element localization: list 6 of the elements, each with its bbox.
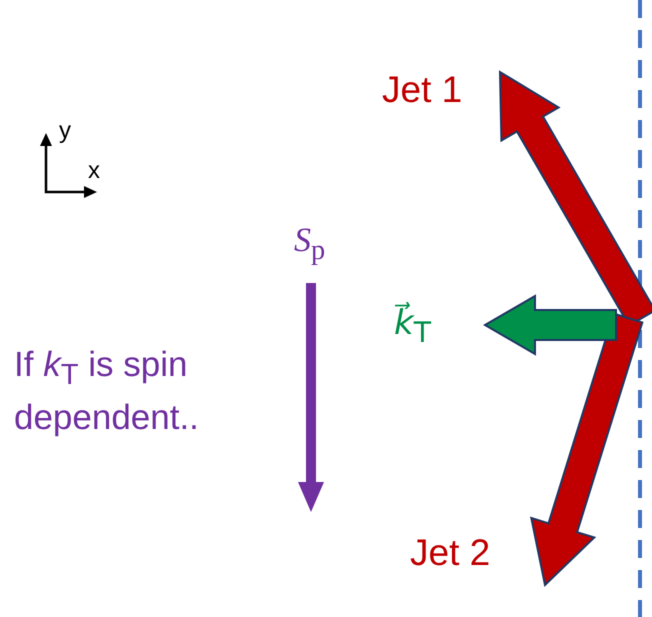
axis-label: x [88,158,100,184]
note-text: If k$_{T}$ is spin dependent.. [14,344,200,439]
jet-label: Jet 1 [382,70,462,111]
axis-label: y [59,118,71,144]
spin-label: S$_{p}$ [294,222,326,266]
jet-label: Jet 2 [410,533,490,574]
